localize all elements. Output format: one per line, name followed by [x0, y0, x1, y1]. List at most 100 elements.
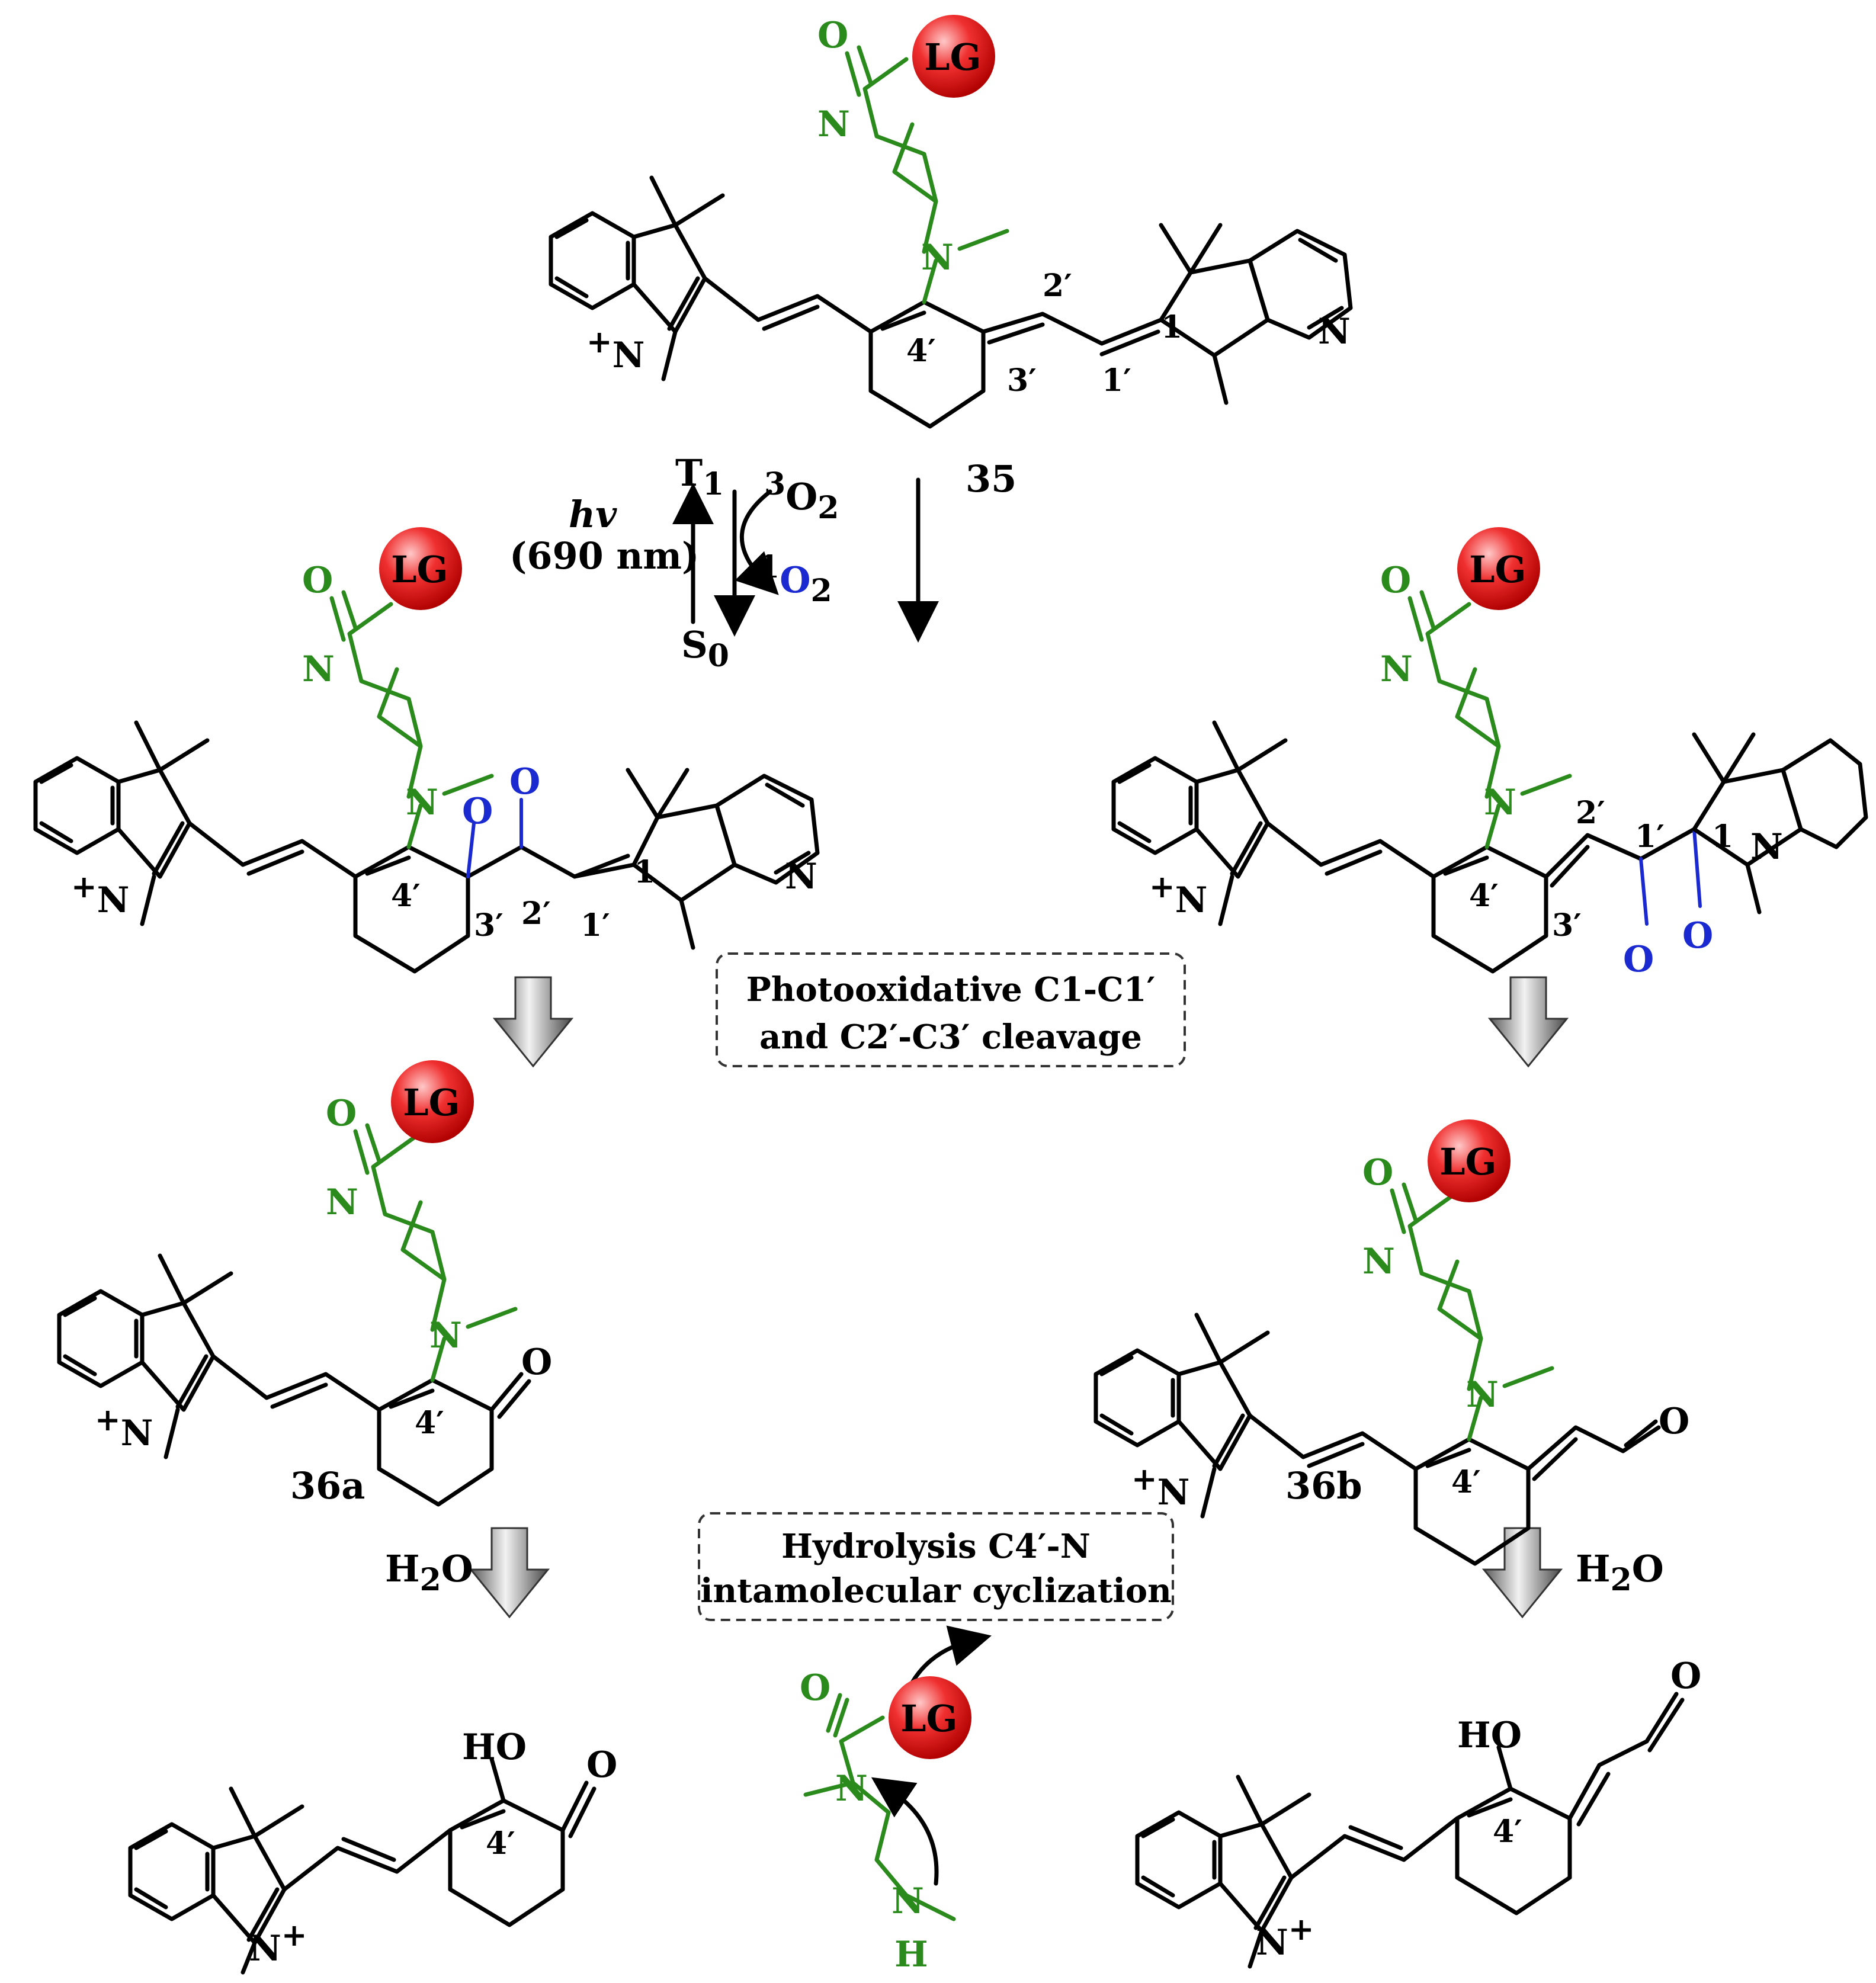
pos-2p: 2′: [1043, 268, 1072, 304]
amine-n-label: N: [921, 237, 954, 278]
cyclization-fragment: [803, 1625, 992, 1921]
pos-4p-36a: 4′: [415, 1405, 444, 1441]
svg-text:LG: LG: [924, 36, 982, 79]
fragment-o-label: O: [800, 1667, 830, 1709]
pos-1-right: 1: [1712, 819, 1733, 855]
amine-n-label-left: N: [406, 782, 438, 823]
pos-3p: 3′: [1007, 362, 1037, 399]
pos-1p: 1′: [1102, 362, 1131, 399]
ketone-o-label-left: O: [586, 1744, 617, 1786]
carbamate-n-label-36a: N: [326, 1182, 358, 1223]
indoline-n-label: N: [1318, 311, 1351, 352]
carbamate-o-label-36b: O: [1362, 1152, 1393, 1193]
singlet-oxygen-label: 1O2: [758, 549, 832, 609]
product-aldehyde: [1135, 1692, 1685, 1969]
amine-n-label-right: N: [1484, 782, 1516, 823]
pos-4p-aldehyde: 4′: [1493, 1814, 1522, 1850]
amine-n-label-36a: N: [429, 1315, 462, 1356]
indoline-n-label-right: N: [1750, 826, 1783, 868]
block-arrow-left-1: [492, 976, 574, 1068]
peroxide-o2-right: O: [1682, 915, 1713, 957]
svg-text:LG: LG: [391, 548, 448, 591]
lg-sphere-35: LG: [912, 15, 995, 98]
svg-text:intamolecular cyclization: intamolecular cyclization: [700, 1571, 1172, 1610]
compound-36b-label: 36b: [1285, 1464, 1362, 1507]
amine-n-label-36b: N: [1466, 1374, 1499, 1416]
hydroxyl-label-left: HO: [462, 1727, 527, 1768]
carbamate-o-label: O: [817, 15, 848, 56]
n-plus-label-36a: +N: [95, 1402, 153, 1454]
hydroxyl-label-right: HO: [1457, 1715, 1522, 1756]
pos-1-left: 1: [634, 854, 655, 890]
cleavage-box: Photooxidative C1-C1′ and C2′-C3′ cleava…: [716, 952, 1186, 1067]
n-plus-label-ketone: N+: [249, 1917, 307, 1969]
compound-36a: [57, 1123, 531, 1507]
hydrolysis-box: Hydrolysis C4′-N intamolecular cyclizati…: [698, 1512, 1174, 1621]
water-label-left: H2O: [385, 1547, 473, 1598]
peroxide-o1-right: O: [1623, 939, 1654, 980]
product-ketone: [128, 1757, 597, 1975]
compound-36a-label: 36a: [290, 1464, 365, 1507]
n-plus-label-left: +N: [71, 869, 129, 921]
carbamate-o-label-right: O: [1380, 560, 1411, 601]
ketone-o-label-36a: O: [521, 1342, 552, 1383]
compound-35: [549, 45, 1353, 429]
lg-sphere-fragment: LG: [889, 1676, 971, 1759]
n-plus-label-aldehyde: N+: [1256, 1911, 1314, 1963]
n-plus-label: +N: [586, 324, 644, 376]
dioxetane-right: [1111, 590, 1868, 974]
compound-36b: [1093, 1182, 1661, 1566]
peroxide-o2-left: O: [509, 761, 540, 803]
photo-cycle: [672, 477, 939, 643]
water-label-right: H2O: [1576, 1547, 1664, 1598]
svg-text:LG: LG: [1439, 1140, 1497, 1183]
aldehyde-o-label-right: O: [1670, 1655, 1701, 1697]
n-plus-label-right: +N: [1149, 869, 1207, 921]
pos-3p-left: 3′: [474, 907, 504, 944]
carbamate-n-label: N: [817, 104, 850, 145]
svg-text:LG: LG: [900, 1697, 958, 1740]
lg-sphere-36a: LG: [391, 1060, 474, 1143]
aldehyde-o-label-36b: O: [1659, 1401, 1689, 1442]
t1-label: T1: [675, 451, 724, 502]
pos-3p-right: 3′: [1552, 907, 1582, 944]
carbamate-o-label-left: O: [302, 560, 333, 601]
fragment-carbamate-n: N: [835, 1768, 868, 1809]
carbamate-n-label-36b: N: [1362, 1241, 1395, 1282]
pos-4p: 4′: [906, 333, 936, 369]
pos-4p-ketone: 4′: [486, 1825, 515, 1862]
pos-2p-right: 2′: [1576, 795, 1605, 831]
svg-text:and C2′-C3′ cleavage: and C2′-C3′ cleavage: [759, 1018, 1142, 1057]
lg-sphere-36b: LG: [1428, 1119, 1511, 1202]
carbamate-n-label-right: N: [1380, 649, 1413, 690]
pos-1: 1: [1161, 309, 1182, 345]
carbamate-o-label-36a: O: [326, 1093, 357, 1134]
lg-sphere-right: LG: [1457, 527, 1540, 610]
s0-label: S0: [681, 623, 729, 674]
triplet-oxygen-label: 3O2: [764, 466, 839, 526]
pos-4p-right: 4′: [1469, 878, 1499, 914]
compound-35-label: 35: [966, 457, 1016, 500]
svg-text:LG: LG: [403, 1081, 460, 1124]
svg-text:LG: LG: [1469, 548, 1527, 591]
fragment-amine-h: H: [894, 1934, 928, 1975]
lg-sphere-left: LG: [379, 527, 462, 610]
fragment-amine-n: N: [891, 1881, 924, 1922]
n-plus-label-36b: +N: [1131, 1461, 1189, 1513]
dioxetane-left: [33, 590, 820, 974]
indoline-n-label-left: N: [785, 856, 817, 897]
svg-text:Photooxidative C1-C1′: Photooxidative C1-C1′: [746, 970, 1156, 1009]
pos-1p-left: 1′: [581, 907, 610, 944]
peroxide-o1-left: O: [462, 791, 493, 832]
svg-text:Hydrolysis C4′-N: Hydrolysis C4′-N: [781, 1527, 1091, 1566]
hv-label: hv: [569, 493, 617, 536]
wavelength-label: (690 nm): [509, 534, 699, 577]
carbamate-n-label-left: N: [302, 649, 335, 690]
pos-4p-36b: 4′: [1451, 1464, 1481, 1500]
block-arrow-left-2: [469, 1527, 550, 1619]
block-arrow-right-1: [1487, 976, 1569, 1068]
pos-1p-right: 1′: [1635, 819, 1665, 855]
pos-4p-left: 4′: [391, 878, 421, 914]
pos-2p-left: 2′: [521, 896, 551, 932]
